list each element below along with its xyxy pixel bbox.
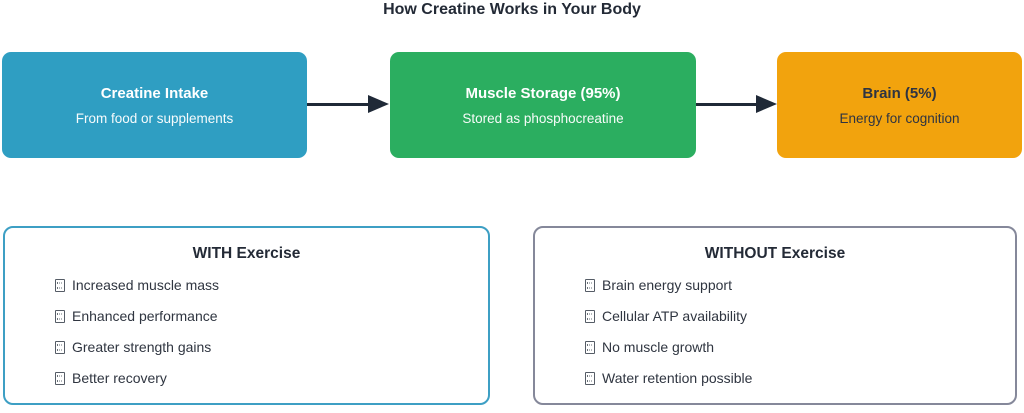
card-with-exercise: WITH Exercise Increased muscle mass Enha…: [3, 226, 490, 405]
flow-node-brain: Brain (5%) Energy for cognition: [777, 52, 1022, 158]
list-item-label: Brain energy support: [602, 277, 732, 293]
missing-glyph-icon: [585, 309, 595, 323]
card-list: Increased muscle mass Enhanced performan…: [5, 276, 488, 387]
flow-node-subtitle: From food or supplements: [75, 110, 234, 126]
list-item-label: Better recovery: [72, 370, 167, 386]
list-item: No muscle growth: [585, 338, 1015, 356]
list-item-label: Cellular ATP availability: [602, 308, 747, 324]
flow-node-title: Creatine Intake: [100, 84, 209, 102]
flow-node-title: Brain (5%): [862, 84, 937, 102]
missing-glyph-icon: [55, 278, 65, 292]
list-item: Cellular ATP availability: [585, 307, 1015, 325]
list-item: Water retention possible: [585, 369, 1015, 387]
list-item-label: Enhanced performance: [72, 308, 218, 324]
flow-node-subtitle: Energy for cognition: [839, 110, 960, 126]
page-title: How Creatine Works in Your Body: [383, 1, 641, 18]
flow-node-subtitle: Stored as phosphocreatine: [462, 110, 624, 126]
flow-arrow-intake-to-muscle: [307, 95, 389, 113]
card-title: WITH Exercise: [192, 245, 301, 262]
card-title: WITHOUT Exercise: [704, 245, 846, 262]
arrow-head-icon: [368, 95, 389, 113]
flow-node-title: Muscle Storage (95%): [465, 84, 621, 102]
list-item: Increased muscle mass: [55, 276, 488, 294]
list-item-label: No muscle growth: [602, 339, 715, 355]
missing-glyph-icon: [55, 371, 65, 385]
missing-glyph-icon: [585, 340, 595, 354]
list-item: Greater strength gains: [55, 338, 488, 356]
flow-arrow-muscle-to-brain: [696, 95, 777, 113]
list-item-label: Increased muscle mass: [72, 277, 220, 293]
missing-glyph-icon: [585, 278, 595, 292]
list-item: Brain energy support: [585, 276, 1015, 294]
arrow-shaft: [307, 102, 368, 106]
missing-glyph-icon: [585, 371, 595, 385]
arrow-head-icon: [756, 95, 777, 113]
list-item: Enhanced performance: [55, 307, 488, 325]
list-item-label: Water retention possible: [602, 370, 753, 386]
card-list: Brain energy support Cellular ATP availa…: [535, 276, 1015, 387]
arrow-shaft: [696, 102, 756, 106]
list-item: Better recovery: [55, 369, 488, 387]
card-without-exercise: WITHOUT Exercise Brain energy support Ce…: [533, 226, 1017, 405]
missing-glyph-icon: [55, 309, 65, 323]
flow-node-muscle-storage: Muscle Storage (95%) Stored as phosphocr…: [390, 52, 696, 158]
flow-node-creatine-intake: Creatine Intake From food or supplements: [2, 52, 307, 158]
missing-glyph-icon: [55, 340, 65, 354]
list-item-label: Greater strength gains: [72, 339, 212, 355]
